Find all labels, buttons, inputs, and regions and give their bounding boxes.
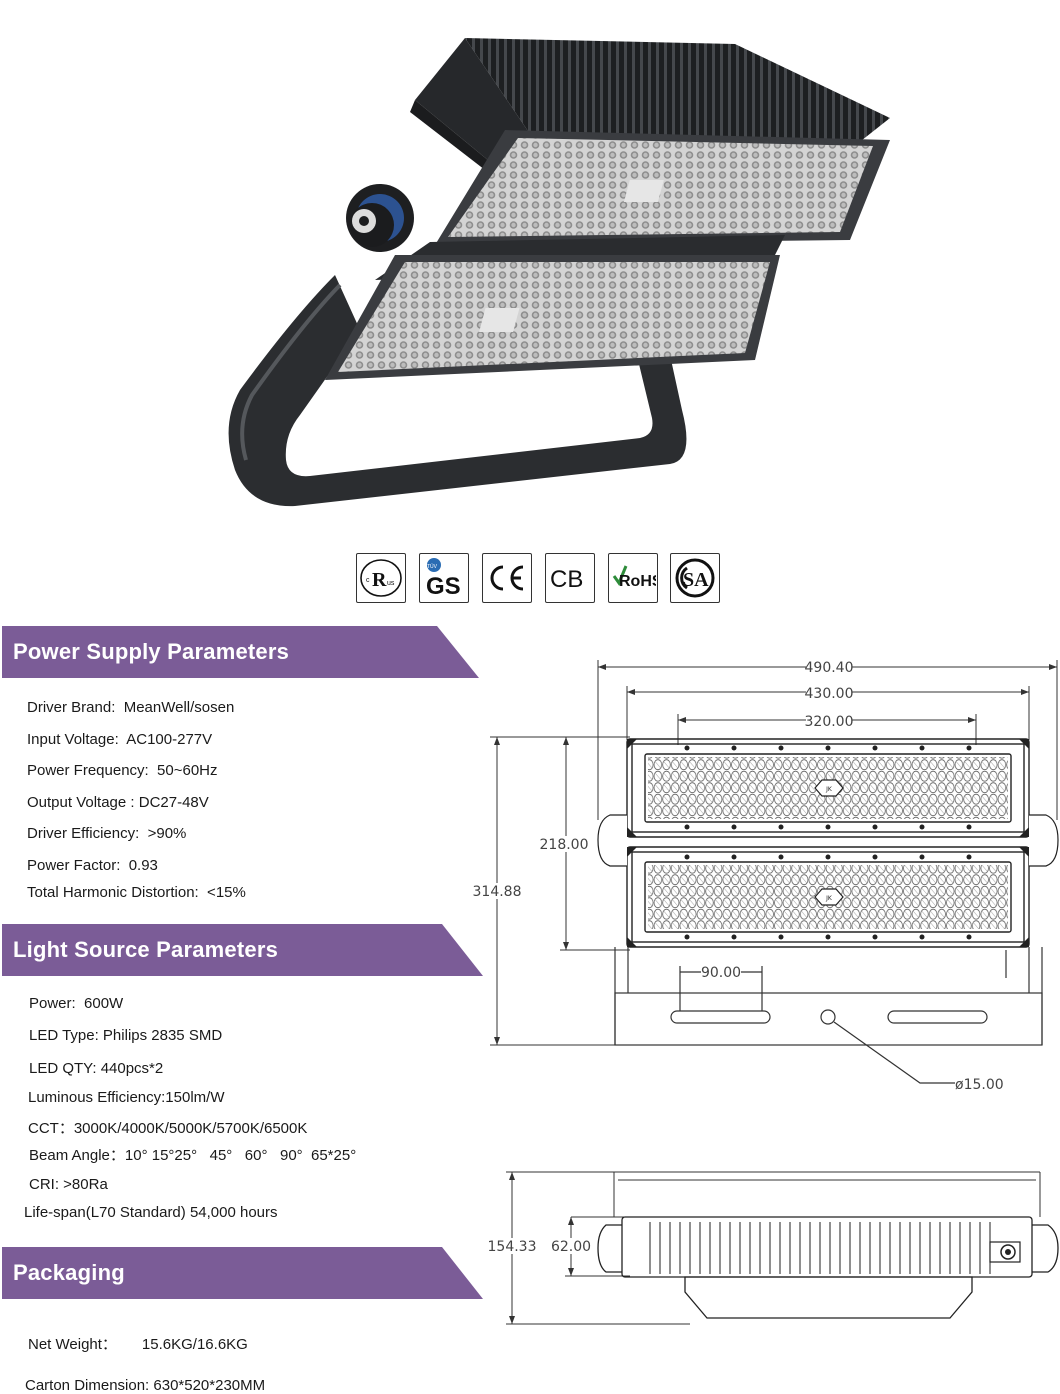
spec-carton-dimension: Carton Dimension: 630*520*230MM (25, 1377, 266, 1394)
spec-driver-brand: Driver Brand: MeanWell/sosen (27, 699, 235, 716)
section-banner-packaging: Packaging (2, 1247, 486, 1299)
spec-driver-efficiency: Driver Efficiency: >90% (27, 825, 187, 842)
dim-hole-diameter: ø15.00 (955, 1077, 1004, 1093)
spec-led-type: LED Type: Philips 2835 SMD (29, 1027, 223, 1044)
dim-width-overall: 490.40 (805, 660, 854, 676)
spec-power-factor: Power Factor: 0.93 (27, 857, 158, 874)
product-image (200, 30, 900, 520)
cb-mark-icon: CB (545, 553, 595, 603)
dim-side-height-overall: 154.33 (488, 1239, 537, 1255)
spec-total-harmonic-distortion: Total Harmonic Distortion: <15% (27, 884, 246, 901)
svg-text:R: R (372, 569, 387, 591)
spec-life-span: Life-span(L70 Standard) 54,000 hours (24, 1204, 278, 1221)
panel-badge-upper: JK (825, 786, 833, 793)
tuv-gs-mark-icon: TÜV GS (419, 553, 469, 603)
csa-mark-icon: SA (670, 553, 720, 603)
spec-cct: CCT：3000K/4000K/5000K/5700K/6500K (28, 1120, 308, 1137)
spec-power: Power: 600W (29, 995, 124, 1012)
spec-beam-angle: Beam Angle：10° 15°25° 45° 60° 90° 65*25° (29, 1147, 357, 1164)
dim-width-mid: 430.00 (805, 686, 854, 702)
dim-side-height-body: 62.00 (551, 1239, 591, 1255)
svg-text:CB: CB (550, 566, 583, 593)
svg-text:c: c (366, 577, 370, 584)
section-title-power: Power Supply Parameters (13, 639, 290, 664)
spec-power-frequency: Power Frequency: 50~60Hz (27, 762, 218, 779)
section-title-packaging: Packaging (13, 1260, 125, 1285)
cul-us-mark-icon: c R us (356, 553, 406, 603)
dim-slot-width: 90.00 (701, 965, 741, 981)
spec-output-voltage: Output Voltage : DC27-48V (27, 794, 209, 811)
svg-text:SA: SA (683, 569, 709, 591)
svg-text:TÜV: TÜV (427, 563, 438, 570)
spec-cri: CRI: >80Ra (29, 1176, 108, 1193)
svg-text:GS: GS (426, 573, 461, 600)
section-banner-power: Power Supply Parameters (2, 626, 482, 678)
svg-text:us: us (387, 580, 395, 587)
section-title-light: Light Source Parameters (13, 937, 279, 962)
side-view-drawing: 154.33 62.00 (470, 1165, 1060, 1330)
dim-height-panels: 218.00 (540, 837, 589, 853)
spec-led-qty: LED QTY: 440pcs*2 (29, 1060, 164, 1077)
dim-height-overall: 314.88 (473, 884, 522, 900)
panel-badge-lower: JK (825, 895, 833, 902)
dim-width-inner: 320.00 (805, 714, 854, 730)
spec-input-voltage: Input Voltage: AC100-277V (27, 731, 213, 748)
spec-net-weight: Net Weight： 15.6KG/16.6KG (28, 1336, 248, 1353)
ce-mark-icon (482, 553, 532, 603)
section-banner-light: Light Source Parameters (2, 924, 486, 976)
spec-luminous-efficiency: Luminous Efficiency:150lm/W (28, 1089, 225, 1106)
front-view-drawing: 490.40 430.00 320.00 218.00 314.88 JK (470, 655, 1060, 1105)
